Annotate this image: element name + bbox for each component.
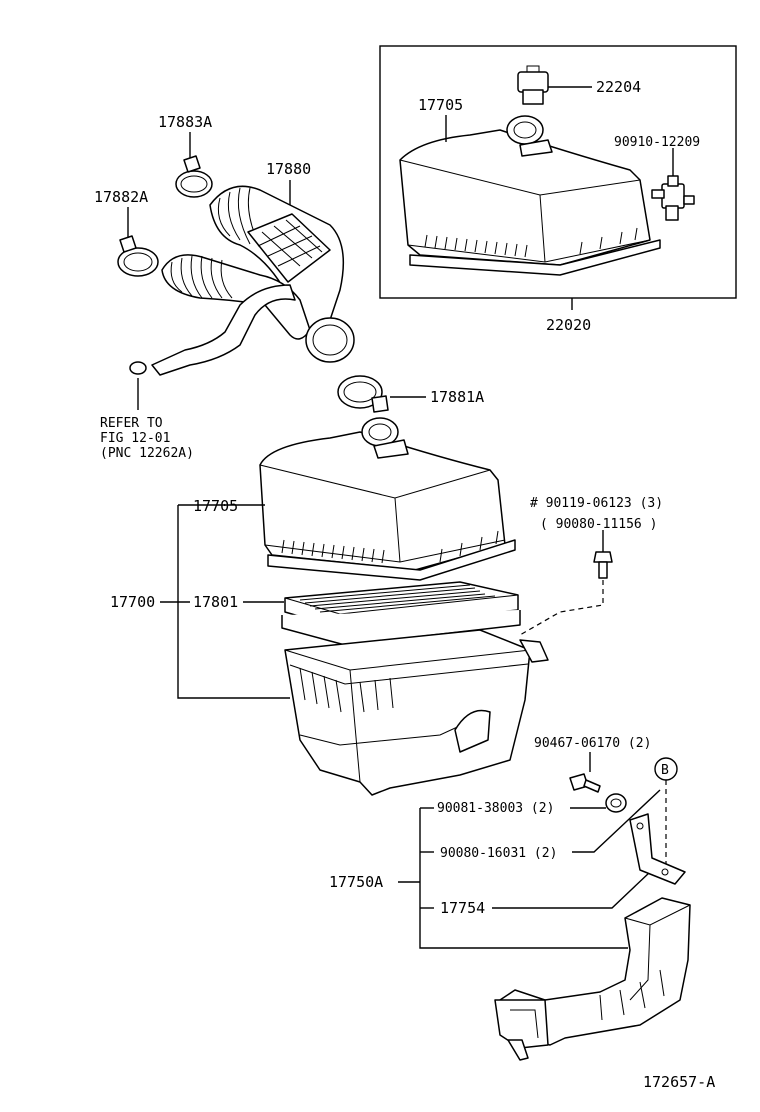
- label-22204: 22204: [596, 78, 641, 96]
- label-refer-pnc: (PNC 12262A): [100, 446, 194, 461]
- screw-drawing: [569, 773, 601, 793]
- mass-air-flow-sensor-drawing: [517, 65, 549, 105]
- hose-clamp-top-drawing: [175, 155, 213, 198]
- inset-frame: [379, 45, 737, 299]
- air-filter-element-drawing: [281, 581, 521, 646]
- inlet-hose-drawing: [161, 185, 355, 363]
- label-90081: 90081-38003 (2): [437, 801, 554, 816]
- air-cleaner-case-drawing: [284, 629, 549, 796]
- inset-cap-drawing: [399, 115, 661, 276]
- label-17705: 17705: [193, 497, 238, 515]
- label-inset-17705: 17705: [418, 96, 463, 114]
- label-17881A: 17881A: [430, 388, 484, 406]
- air-cleaner-cap-drawing: [259, 417, 516, 581]
- breather-hose-drawing: [129, 284, 296, 376]
- label-refer-to: REFER TO: [100, 416, 163, 431]
- label-bolt-90119: # 90119-06123 (3): [530, 496, 663, 511]
- hose-clamp-left-drawing: [117, 235, 159, 277]
- marker-b: B: [661, 763, 669, 778]
- label-17882A: 17882A: [94, 188, 148, 206]
- label-17750A: 17750A: [329, 873, 383, 891]
- bracket-drawing: [629, 813, 686, 885]
- label-17883A: 17883A: [158, 113, 212, 131]
- label-refer-fig: FIG 12-01: [100, 431, 170, 446]
- label-17754: 17754: [440, 899, 485, 917]
- diagram-id: 172657-A: [643, 1073, 715, 1091]
- air-duct-drawing: [494, 897, 691, 1061]
- grommet-drawing: [605, 793, 627, 813]
- label-90080-16031: 90080-16031 (2): [440, 846, 557, 861]
- label-bolt-90080: ( 90080-11156 ): [540, 517, 657, 532]
- label-17801: 17801: [193, 593, 238, 611]
- label-90910-12209: 90910-12209: [614, 135, 700, 150]
- vsv-valve-drawing: [651, 175, 695, 221]
- label-22020: 22020: [546, 316, 591, 334]
- label-17700: 17700: [110, 593, 155, 611]
- label-17880: 17880: [266, 160, 311, 178]
- bolt-drawing: [593, 551, 613, 579]
- hose-clamp-mid-drawing: [337, 375, 389, 413]
- label-90467: 90467-06170 (2): [534, 736, 651, 751]
